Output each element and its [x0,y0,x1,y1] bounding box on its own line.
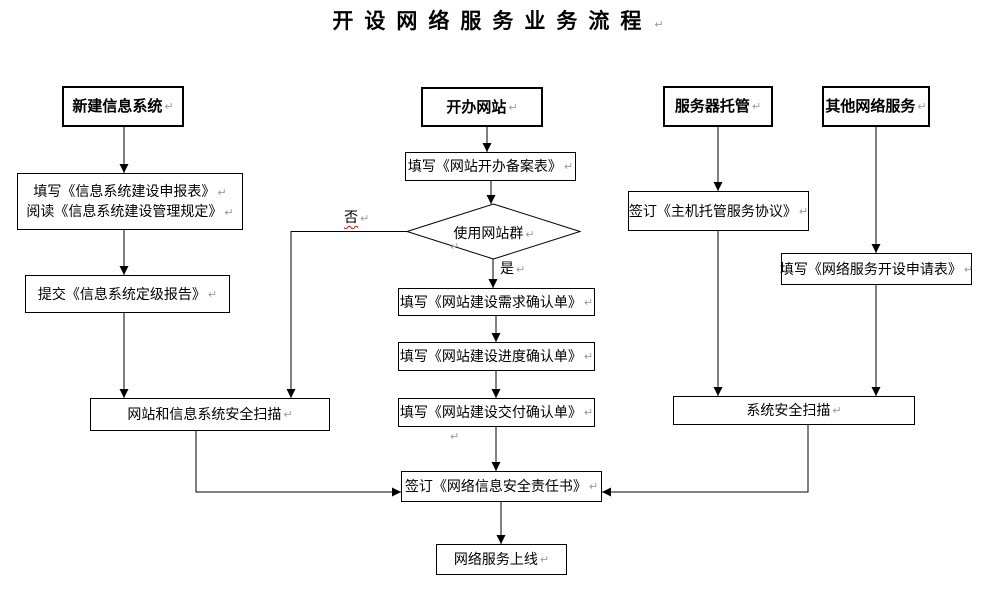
node-fill-network-service-apply: 填写《网络服务开设申请表》↵ [779,253,974,285]
node-sign-hosting-agreement: 签订《主机托管服务协议》↵ [628,191,809,231]
connector-decision-no [286,231,407,398]
paragraph-mark-icon: ↵ [917,100,927,113]
paragraph-mark-icon: ↵ [450,240,460,253]
node-label-line1: 填写《信息系统建设申报表》 [33,182,216,199]
decision-diamond-shape [405,203,582,260]
paragraph-mark-icon: ↵ [751,100,762,113]
label-no-text: 否 [344,209,358,225]
node-label: 系统安全扫描 [746,402,831,418]
paragraph-mark-icon: ↵ [583,350,594,363]
paragraph-mark-icon: ↵ [164,100,174,113]
node-fill-apply-read: 填写《信息系统建设申报表》↵ 阅读《信息系统建设管理规定》↵ [17,173,243,230]
paragraph-mark-icon: ↵ [360,212,370,225]
paragraph-mark-icon: ↵ [832,404,842,417]
node-label: 填写《网站建设交付确认单》 [399,404,582,420]
node-label: 服务器托管 [674,98,750,115]
node-label: 新建信息系统 [72,98,163,115]
node-label: 网站和信息系统安全扫描 [127,406,282,422]
label-no: 否↵ [344,209,369,227]
decision-label: 使用网站群 [453,225,524,241]
node-label: 提交《信息系统定级报告》 [37,285,206,302]
label-yes-text: 是 [500,260,514,276]
paragraph-mark-icon: ↵ [563,160,574,173]
paragraph-mark-icon: ↵ [207,287,218,301]
node-network-service-online: 网络服务上线↵ [436,544,567,575]
paragraph-mark-icon: ↵ [539,553,550,566]
node-label: 签订《网络信息安全责任书》 [404,478,587,494]
node-website-info-system-scan: 网站和信息系统安全扫描↵ [90,398,330,431]
node-fill-progress-confirm: 填写《网站建设进度确认单》↵ [398,342,595,371]
node-label: 填写《网络服务开设申请表》 [779,260,962,277]
node-submit-grading-report: 提交《信息系统定级报告》↵ [25,275,230,313]
node-label: 填写《网站建设进度确认单》 [399,348,582,364]
node-open-website: 开办网站↵ [421,87,543,127]
connector-systemscan-to-sign [602,425,809,497]
page-title-text: 开设网络服务业务流程 [332,10,653,33]
page-title: 开设网络服务业务流程↵ [0,5,985,35]
paragraph-mark-icon: ↵ [224,205,234,219]
paragraph-mark-icon: ↵ [516,263,526,276]
node-new-info-system: 新建信息系统↵ [62,86,184,127]
decision-use-website-group: 使用网站群↵ [424,223,564,243]
node-label: 填写《网站开办备案表》 [407,158,562,174]
paragraph-mark-icon: ↵ [525,228,535,241]
label-yes: 是↵ [500,260,525,278]
node-fill-website-record: 填写《网站开办备案表》↵ [405,152,576,181]
node-other-network-services: 其他网络服务↵ [822,86,930,127]
node-label: 其他网络服务 [825,98,916,115]
node-label: 开办网站 [446,98,507,116]
paragraph-mark-icon: ↵ [217,185,227,199]
paragraph-mark-icon: ↵ [798,204,809,218]
node-system-security-scan: 系统安全扫描↵ [673,396,915,425]
paragraph-mark-icon: ↵ [963,262,974,276]
node-fill-requirement-confirm: 填写《网站建设需求确认单》↵ [398,288,595,316]
paragraph-mark-icon: ↵ [283,408,293,421]
paragraph-mark-icon: ↵ [654,18,664,31]
node-label: 签订《主机托管服务协议》 [628,202,797,219]
node-label: 网络服务上线 [453,551,538,567]
node-sign-security-responsibility: 签订《网络信息安全责任书》↵ [401,471,602,502]
node-label-line2: 阅读《信息系统建设管理规定》 [26,202,223,219]
connector-webscan-to-sign [195,431,401,497]
paragraph-mark-icon: ↵ [450,430,460,443]
node-label: 填写《网站建设需求确认单》 [399,293,582,310]
paragraph-mark-icon: ↵ [583,406,594,419]
paragraph-mark-icon: ↵ [588,480,599,493]
node-server-hosting: 服务器托管↵ [663,86,773,127]
paragraph-mark-icon: ↵ [583,295,594,309]
paragraph-mark-icon: ↵ [508,100,518,114]
node-fill-delivery-confirm: 填写《网站建设交付确认单》↵ [398,398,595,427]
